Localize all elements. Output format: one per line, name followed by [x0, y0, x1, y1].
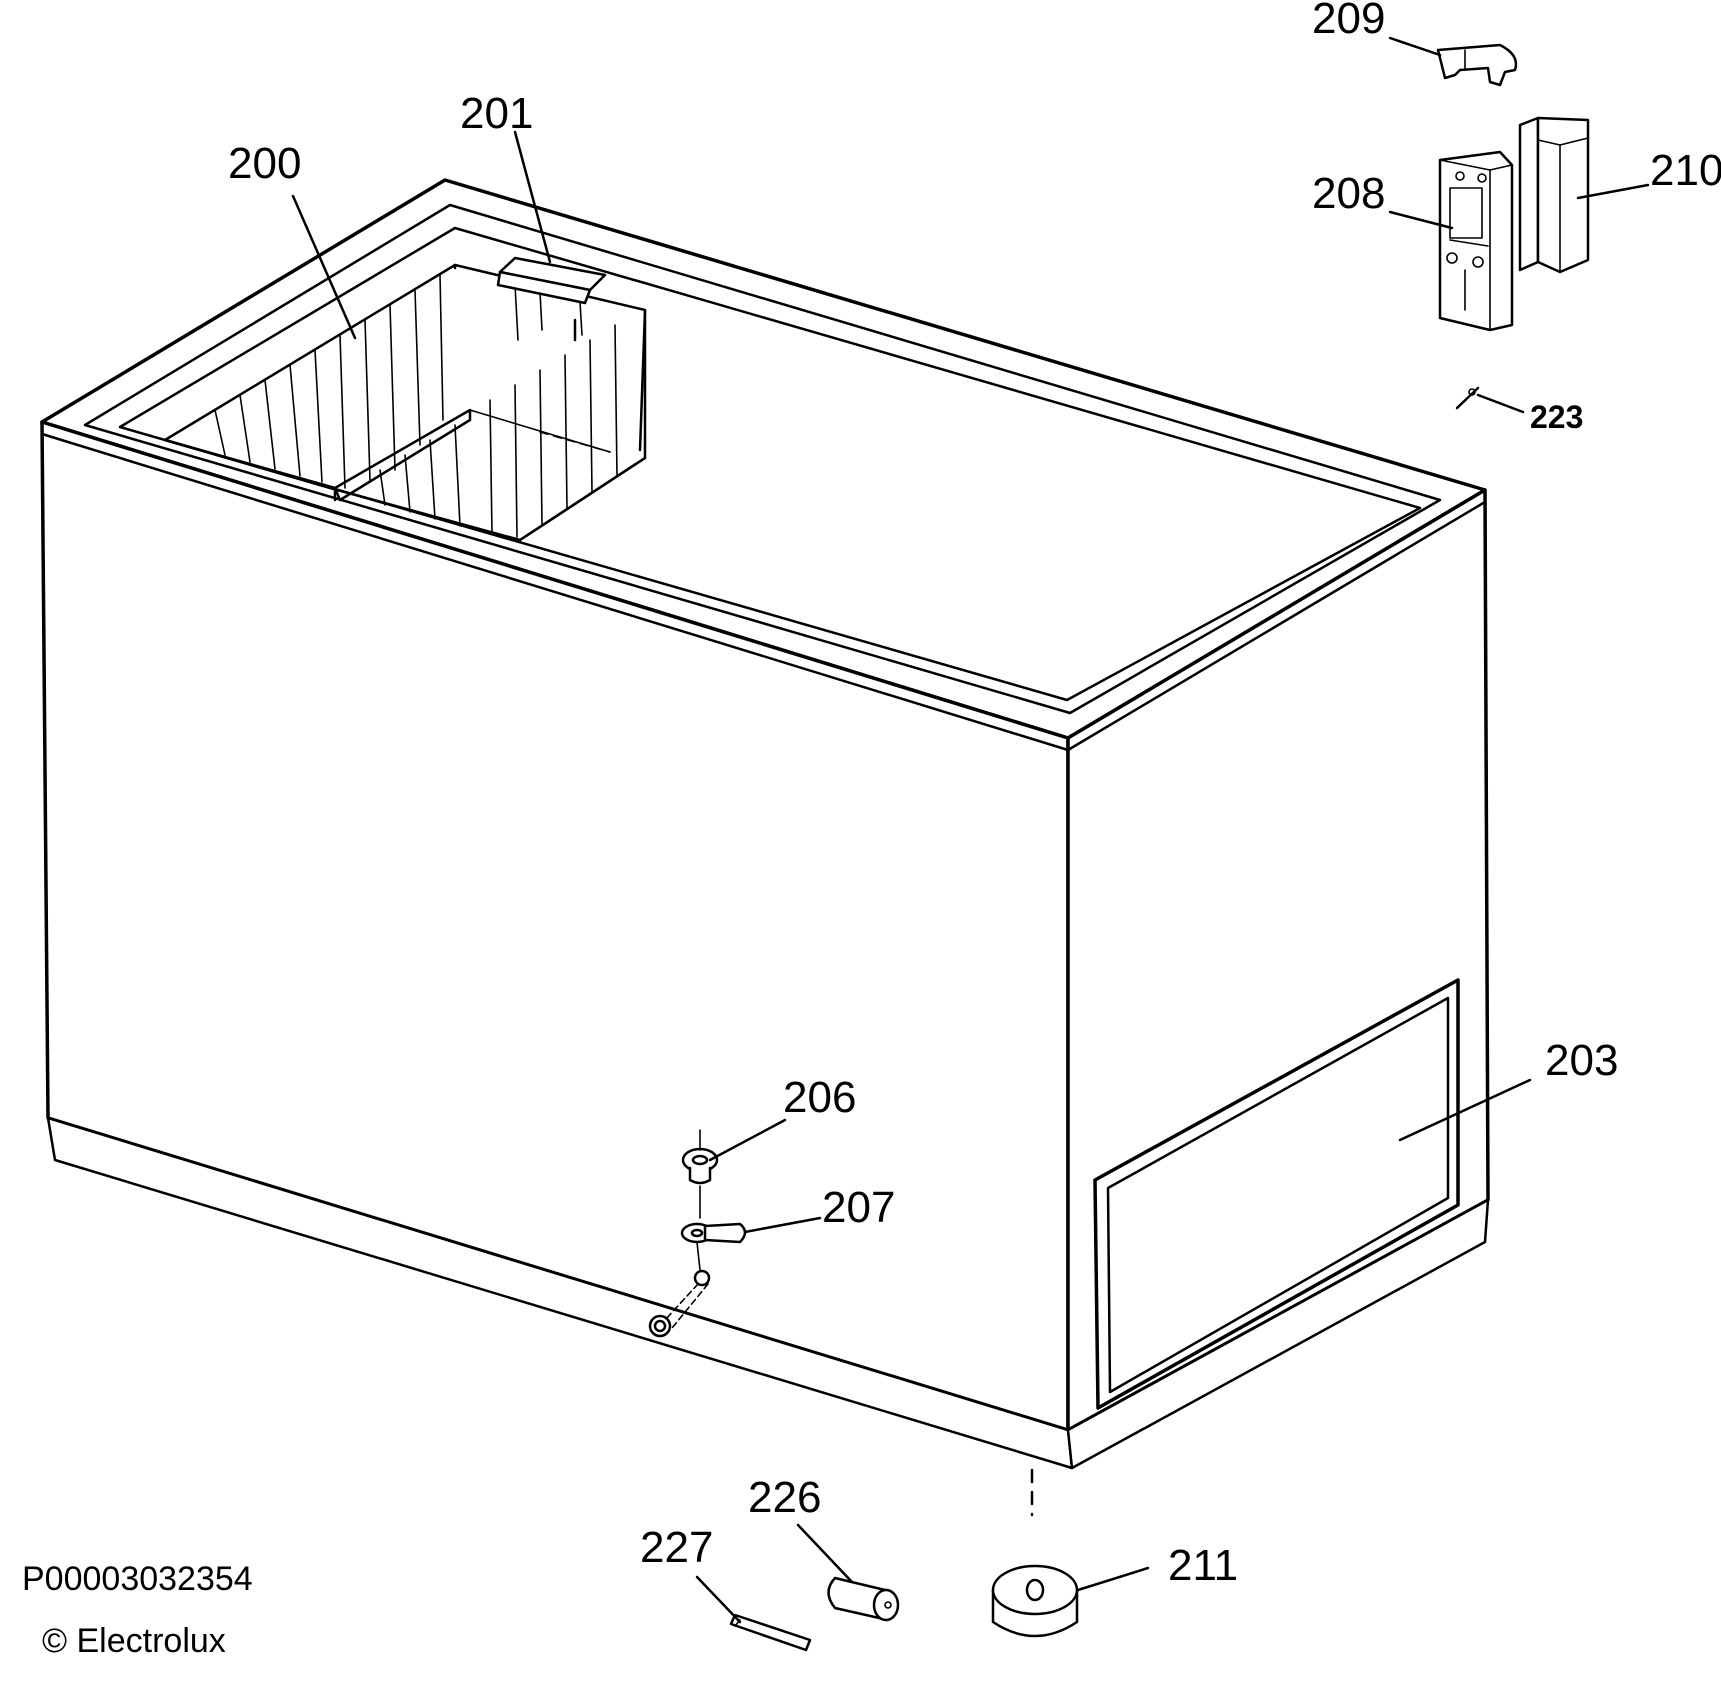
- label-part-211: 211: [1168, 1541, 1238, 1590]
- part-227-component: [729, 1613, 812, 1652]
- label-part-210: 210: [1650, 146, 1721, 195]
- cabinet-opening: [118, 226, 1422, 702]
- leader-227: [695, 1575, 742, 1624]
- leader-223: [1476, 393, 1525, 414]
- leader-206: [708, 1118, 787, 1162]
- leader-210: [1576, 183, 1650, 200]
- part-210-component: [1518, 116, 1590, 274]
- leader-200: [291, 194, 357, 340]
- label-part-209: 209: [1312, 0, 1385, 43]
- leader-209: [1388, 36, 1442, 57]
- label-part-226: 226: [748, 1473, 821, 1522]
- part-208-component: [1438, 150, 1514, 332]
- label-part-208: 208: [1312, 169, 1385, 218]
- side-rim-band: [1066, 500, 1487, 752]
- document-code: P00003032354: [22, 1560, 253, 1598]
- leader-226: [796, 1523, 854, 1584]
- cabinet-side-plinth: [1066, 1198, 1490, 1470]
- label-part-200: 200: [228, 139, 301, 188]
- leader-208: [1388, 210, 1454, 230]
- part-211-component: [991, 1468, 1079, 1638]
- part-223-component: [1455, 386, 1480, 410]
- label-part-206: 206: [783, 1073, 856, 1122]
- part-201-component: [496, 256, 607, 342]
- part-209-component: [1436, 43, 1518, 87]
- copyright-notice: © Electrolux: [42, 1622, 226, 1660]
- label-part-203: 203: [1545, 1036, 1618, 1085]
- basket-part-200: [163, 263, 647, 542]
- leader-203: [1398, 1078, 1532, 1142]
- part-206-component: [681, 1129, 719, 1219]
- leader-201: [513, 130, 552, 264]
- panel-part-203: [1093, 978, 1460, 1410]
- label-part-227: 227: [640, 1523, 713, 1572]
- label-part-207: 207: [822, 1183, 895, 1232]
- part-207-component: [648, 1222, 747, 1338]
- label-part-201: 201: [460, 89, 533, 138]
- leader-211: [1076, 1566, 1150, 1592]
- freezer-cabinet: [40, 178, 1490, 1470]
- part-labels: 200 201 203 206 207 208 209 210 211 223 …: [228, 0, 1721, 1590]
- leader-lines: [291, 36, 1650, 1624]
- label-part-223: 223: [1530, 399, 1583, 435]
- leader-207: [743, 1216, 822, 1234]
- part-226-component: [827, 1576, 900, 1622]
- front-rim-band: [40, 432, 1070, 752]
